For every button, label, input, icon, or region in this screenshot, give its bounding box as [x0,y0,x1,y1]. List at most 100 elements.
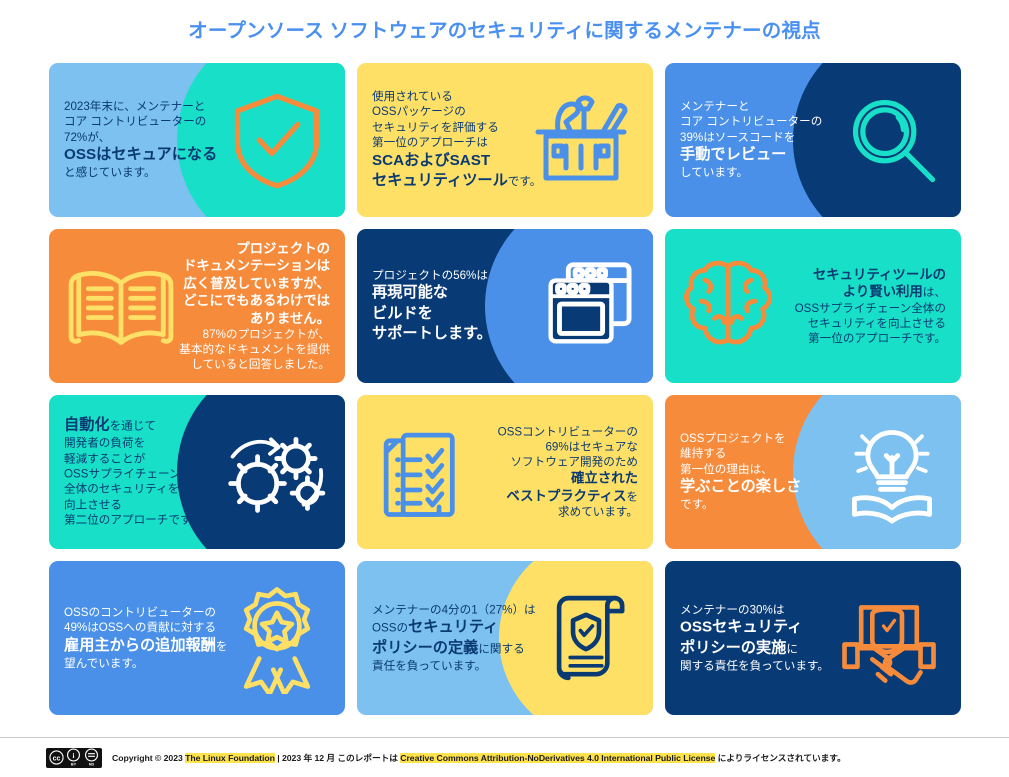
card-text-line: OSSはセキュアになる [64,145,217,165]
card-text-line: ありません。 [179,310,330,327]
card-text-segment: より賢い利用 [842,284,923,300]
card-text-line: セキュリティを評価する [372,120,541,135]
card-text-line: OSSプロジェクトを [680,431,801,446]
card-text-segment: セキュリティツール [372,171,508,189]
card-text-segment: 自動化 [64,416,110,434]
lightbulb-book-icon [839,419,945,525]
card-text-line: OSSサプライチェーン [64,467,202,482]
card-text-line: メンテナーの4分の1（27%）は [372,602,536,617]
card-policy-definition: メンテナーの4分の1（27%）は OSSのセキュリティポリシーの定義に関する責任を… [357,561,653,715]
card-text-segment: ドキュメンテーションは [182,258,330,274]
svg-text:cc: cc [53,755,61,762]
card-text-suffix: を通じて [109,419,156,433]
card-text-segment: 雇用主からの追加報酬 [64,636,216,654]
card-text-segment: 2023年末に、メンテナーと [64,100,206,114]
footer-middle: | 2023 年 12 月 このレポートは [274,753,401,763]
handshake-icon [833,587,945,689]
card-text-line: OSSコントリビューターの [498,424,638,439]
card-text-line: より賢い利用は、 [795,283,946,300]
card-text-line: 基本的なドキュメントを提供 [179,342,330,357]
card-text-segment: ソフトウェア開発のため [510,455,638,469]
card-text-segment: 責任を負っています。 [372,659,487,673]
card-text-line: セキュリティを向上させる [795,316,946,331]
card-text-line: 2023年末に、メンテナーと [64,99,217,114]
card-text: メンテナーの4分の1（27%）は OSSのセキュリティポリシーの定義に関する責任を… [372,602,536,673]
card-text-suffix: は、 [922,286,946,300]
card-text-segment: ベストプラクティス [506,488,627,504]
magnifier-icon [841,88,945,192]
card-text-segment: 軽減することが [64,452,146,466]
award-ribbon-icon [225,582,329,694]
card-text-line: コア コントリビューターの [680,114,822,129]
card-text-line: 軽減することが [64,451,202,466]
card-joy-of-learning: OSSプロジェクトを維持する第一位の理由は、学ぶことの楽しさです。 [665,395,961,549]
card-text: OSSプロジェクトを維持する第一位の理由は、学ぶことの楽しさです。 [680,431,801,513]
card-text-line: しています。 [680,166,822,181]
svg-text:ND: ND [89,763,95,767]
shield-check-icon [225,88,329,192]
card-text-line: 求めています。 [498,504,638,519]
card-text-line: 自動化を通じて [64,416,202,436]
card-text-line: SCAおよびSAST [372,151,541,171]
card-text-line: ベストプラクティスを [498,487,638,504]
card-text-segment: 第一位のアプローチは [372,136,488,150]
card-text-line: 広く普及していますが、 [179,275,330,292]
card-text-segment: セキュリティを向上させる [807,316,946,330]
page-title: オープンソース ソフトウェアのセキュリティに関するメンテナーの視点 [188,20,821,42]
card-text-segment: OSSプロジェクトを [680,432,786,446]
card-text-line: メンテナーの30%は [680,602,829,617]
card-text-segment: 学ぶことの楽しさ [680,478,802,496]
card-text-line: 確立された [498,470,638,487]
card-text-line: 雇用主からの追加報酬を [64,636,227,656]
card-text-segment: 手動でレビュー [680,146,787,164]
card-text-segment: 広く普及していますが、 [183,275,330,291]
card-text-segment: OSSサプライチェーン [64,467,181,481]
card-text-line: 手動でレビュー [680,145,822,165]
card-text-segment: 関する責任を負っています。 [680,659,829,673]
card-text-line: 維持する [680,446,801,461]
footer-text: Copyright © 2023 The Linux Foundation | … [112,751,846,764]
card-text-suffix: です。 [507,174,542,188]
card-text: OSSのコントリビューターの 49%はOSSへの貢献に対する雇用主からの追加報酬を… [64,605,227,671]
card-text-segment: 維持する [680,447,727,461]
card-employer-compensation: OSSのコントリビューターの 49%はOSSへの貢献に対する雇用主からの追加報酬を… [49,561,345,715]
card-text-segment: サポートします。 [372,324,492,342]
card-text-line: 向上させる [64,498,202,513]
card-text-line: サポートします。 [372,324,492,344]
card-text-segment: OSSのコントリビューターの [64,605,217,619]
card-text-segment: していると回答しました。 [191,358,330,372]
card-text-segment: OSSの [372,621,409,635]
card-text-line: プロジェクトの56%は [372,268,492,283]
card-text-emphasis: セキュリティ [408,618,499,636]
card-text-segment: OSSパッケージの [372,105,466,119]
card-text-line: メンテナーと [680,99,822,114]
card-text-segment: 第一位の理由は、 [680,462,773,476]
card-text-line: 72%が、 [64,130,217,145]
card-text-segment: 49%はOSSへの貢献に対する [64,621,217,635]
card-text-line: 学ぶことの楽しさ [680,477,801,497]
card-text-line: ポリシーの定義に関する [372,638,536,658]
card-text-segment: 全体のセキュリティを [64,483,180,497]
card-text-line: 39%はソースコードを [680,130,822,145]
card-text: プロジェクトの56%は再現可能なビルドをサポートします。 [372,268,492,344]
card-text-segment: 基本的なドキュメントを提供 [179,343,330,357]
footer-org: The Linux Foundation [185,753,275,763]
card-text-segment: プロジェクトの [236,240,330,256]
card-text: プロジェクトのドキュメンテーションは広く普及していますが、どこにでもあるわけでは… [179,240,330,372]
card-text-line: どこにでもあるわけでは [179,292,330,309]
card-text-line: 開発者の負荷を [64,436,202,451]
card-text-segment: セキュリティを評価する [372,120,499,134]
card-text-segment: OSSサプライチェーン全体の [794,301,946,315]
toolbox-icon [525,90,637,190]
card-text-segment: 開発者の負荷を [64,436,146,450]
card-text-segment: OSSコントリビューターの [497,425,638,439]
footer-license-link[interactable]: Creative Commons Attribution-NoDerivativ… [400,753,716,763]
